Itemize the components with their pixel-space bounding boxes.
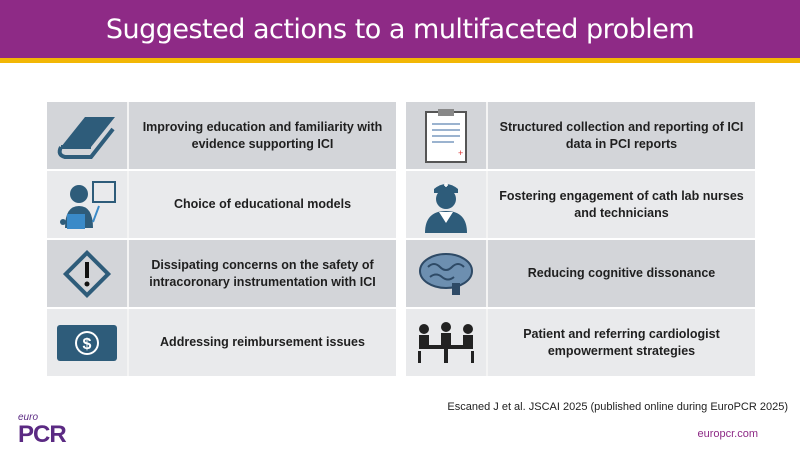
action-row: Reducing cognitive dissonance [406,240,755,307]
action-label: Structured collection and reporting of I… [499,119,744,151]
website-link[interactable]: europcr.com [697,428,758,440]
action-row: Dissipating concerns on the safety of in… [47,240,396,307]
left-actions-table: Improving education and familiarity with… [47,102,396,378]
action-row: $ Addressing reimbursement issues [47,309,396,376]
book-icon [47,102,129,169]
action-row: Choice of educational models [47,171,396,238]
action-label: Patient and referring cardiologist empow… [523,326,720,358]
action-label: Dissipating concerns on the safety of in… [149,257,376,289]
action-label: Improving education and familiarity with… [142,119,383,151]
action-label: Reducing cognitive dissonance [527,266,716,281]
warning-diamond-icon [47,240,129,307]
teacher-icon [47,171,129,238]
svg-text:$: $ [83,336,92,353]
clipboard-report-icon: + [406,102,488,169]
action-label: Addressing reimbursement issues [160,335,365,350]
dollar-bill-icon: $ [47,309,129,376]
accent-bar [0,58,800,63]
action-row: Fostering engagement of cath lab nurses … [406,171,755,238]
right-actions-table: + Structured collection and reporting of… [406,102,755,378]
action-row: Improving education and familiarity with… [47,102,396,169]
citation: Escaned J et al. JSCAI 2025 (published o… [447,401,788,413]
nurse-icon [406,171,488,238]
brain-icon [406,240,488,307]
action-row: Patient and referring cardiologist empow… [406,309,755,376]
svg-text:+: + [458,148,463,158]
slide-title: Suggested actions to a multifaceted prob… [105,13,695,45]
logo-big-text: PCR [18,421,67,448]
meeting-icon [406,309,488,376]
action-label: Fostering engagement of cath lab nurses … [499,188,744,220]
logo-small-text: euro [18,412,39,423]
action-label: Choice of educational models [173,197,352,212]
action-row: + Structured collection and reporting of… [406,102,755,169]
title-bar: Suggested actions to a multifaceted prob… [0,0,800,58]
